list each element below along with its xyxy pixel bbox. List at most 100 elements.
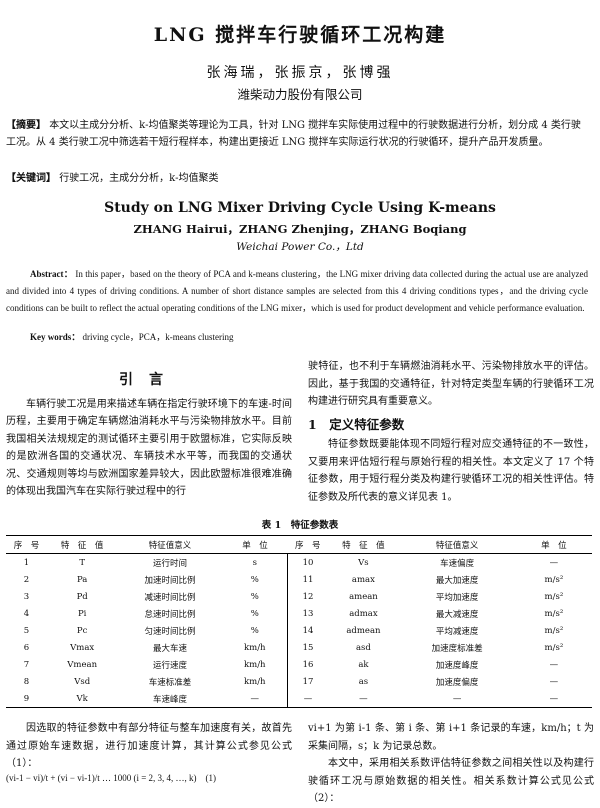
table-cell: m/s² [544,574,564,585]
table-cell: 加速时间比例 [144,575,196,586]
table-cell: km/h [222,673,288,690]
section1-heading: 1 定义特征参数 [308,416,405,432]
table-row: 7 Vmean 运行速度 km/h 16 ak 加速度峰度 — [6,656,592,673]
table-caption: 表 1 特征参数表 [261,520,339,531]
table-cell: m/s² [544,642,564,653]
table-cell: Vmean [67,659,98,670]
english-authors: ZHANG Hairui，ZHANG Zhenjing，ZHANG Boqian… [133,222,467,236]
abstract-en-label: Abstract： [30,269,73,279]
abstract-en: Abstract： In this paper，based on the the… [6,266,588,317]
table-cell: m/s² [544,591,564,602]
table-cell: 加速度偏度 [435,677,479,688]
keywords-en: Key words： driving cycle，PCA，k-means clu… [6,329,588,346]
table-cell: — [287,690,329,708]
table-cell: 平均加速度 [435,592,479,603]
section1-paragraph: 特征参数既要能体现不同短行程对应交通特征的不一致性，又要用来评估短行程与原始行程… [308,439,594,503]
table-cell: 最大车速 [153,643,188,654]
header-cell: 特征值意义 [398,535,516,554]
table-cell: 6 [23,642,30,653]
table-cell: 车速偏度 [440,558,475,569]
table-cell: 加速度峰度 [435,660,479,671]
header-cell: 单 位 [222,535,288,554]
table-cell: km/h [222,656,288,673]
paper-title: LNG 搅拌车行驶循环工况构建 [153,24,447,46]
table-cell: admean [346,625,381,636]
table-cell: 7 [23,659,30,670]
table-cell: Vs [358,557,369,568]
table-cell: 最大加速度 [435,575,479,586]
keywords-en-text: driving cycle，PCA，k-means clustering [82,332,234,342]
table-cell: — [398,690,516,708]
table-cell: admax [349,608,378,619]
table-cell: 车速峰度 [117,690,223,708]
variable-definitions: vi+1 为第 i-1 条、第 i 条、第 i+1 条记录的车速，km/h；t … [308,723,594,752]
header-cell: 特 征 值 [328,535,399,554]
abstract-en-text: In this paper，based on the theory of PCA… [6,269,589,313]
table-cell: km/h [222,639,288,656]
table-cell: 减速时间比例 [144,592,196,603]
table-cell: 16 [302,659,314,670]
header-cell: 特 征 值 [47,535,118,554]
table-cell: — [328,690,399,708]
table-cell: 运行速度 [153,660,188,671]
english-affiliation: Weichai Power Co.，Ltd [236,241,364,253]
table-cell: 平均减速度 [435,626,479,637]
table-cell: Pi [77,608,87,619]
table-cell: 15 [302,642,314,653]
table-cell: % [222,622,288,639]
table-cell: Vmax [70,642,95,653]
table-cell: 17 [302,676,314,687]
abstract-cn: 【摘要】 本文以主成分分析、k-均值聚类等理论为工具，针对 LNG 搅拌车实际使… [6,117,588,151]
table-cell: 14 [302,625,314,636]
intro-paragraph: 车辆行驶工况是用来描述车辆在指定行驶环境下的车速-时间历程，主要用于确定车辆燃油… [6,398,292,498]
table-cell: 运行时间 [153,558,188,569]
table-cell: — [549,659,559,670]
table-cell: — [222,690,288,708]
header-cell: 序 号 [287,535,329,554]
table-cell: amean [349,591,378,602]
table-cell: — [549,676,559,687]
table-cell: 8 [23,676,30,687]
keywords-cn-text: 行驶工况，主成分分析，k-均值聚类 [59,173,219,184]
right-column: 驶特征，也不利于车辆燃油消耗水平、污染物排放水平的评估。因此，基于我国的交通特征… [308,358,594,506]
table-cell: 2 [23,574,30,585]
table-cell: 13 [302,608,314,619]
table-cell: — [515,690,592,708]
table-cell: 9 [6,690,48,708]
keywords-en-label: Key words： [30,332,81,342]
table-cell: 怠速时间比例 [144,609,196,620]
intro-heading: 引言 [119,372,179,388]
acceleration-formula: (vi-1 − vi)/t + (vi − vi-1)/t … 1000 (i … [6,773,217,783]
table-cell: asd [355,642,371,653]
english-title: Study on LNG Mixer Driving Cycle Using K… [104,200,496,216]
table-cell: ak [358,659,369,670]
intro-continuation: 驶特征，也不利于车辆燃油消耗水平、污染物排放水平的评估。因此，基于我国的交通特征… [308,361,594,407]
table-cell: 5 [23,625,30,636]
keywords-cn: 【关键词】 行驶工况，主成分分析，k-均值聚类 [6,170,588,187]
table-cell: as [358,676,369,687]
keywords-cn-label: 【关键词】 [6,173,56,184]
table-cell: T [79,557,85,568]
author-list: 张海瑞，张振京，张博强 [206,65,394,81]
header-cell: 特征值意义 [117,535,223,554]
affiliation: 潍柴动力股份有限公司 [237,87,363,102]
table-cell: 加速度标准差 [431,643,483,654]
table-cell: m/s² [544,608,564,619]
table-cell: Pa [76,574,88,585]
table-cell: m/s² [544,625,564,636]
table-row: 6 Vmax 最大车速 km/h 15 asd 加速度标准差 m/s² [6,639,592,656]
correlation-paragraph: 本文中，采用相关系数评估特征参数之间相关性以及构建行驶循环工况与原始数据的相关性… [308,758,594,804]
table-cell: 10 [302,557,314,568]
table-cell: % [222,605,288,622]
table-cell: % [222,571,288,588]
feature-parameter-table: 序 号 特 征 值 特征值意义 单 位 序 号 特 征 值 特征值意义 单 位 … [6,535,592,708]
acceleration-paragraph: 因选取的特征参数中有部分特征与整车加速度有关，故首先通过原始车速数据，进行加速度… [6,723,292,769]
table-cell: % [222,588,288,605]
